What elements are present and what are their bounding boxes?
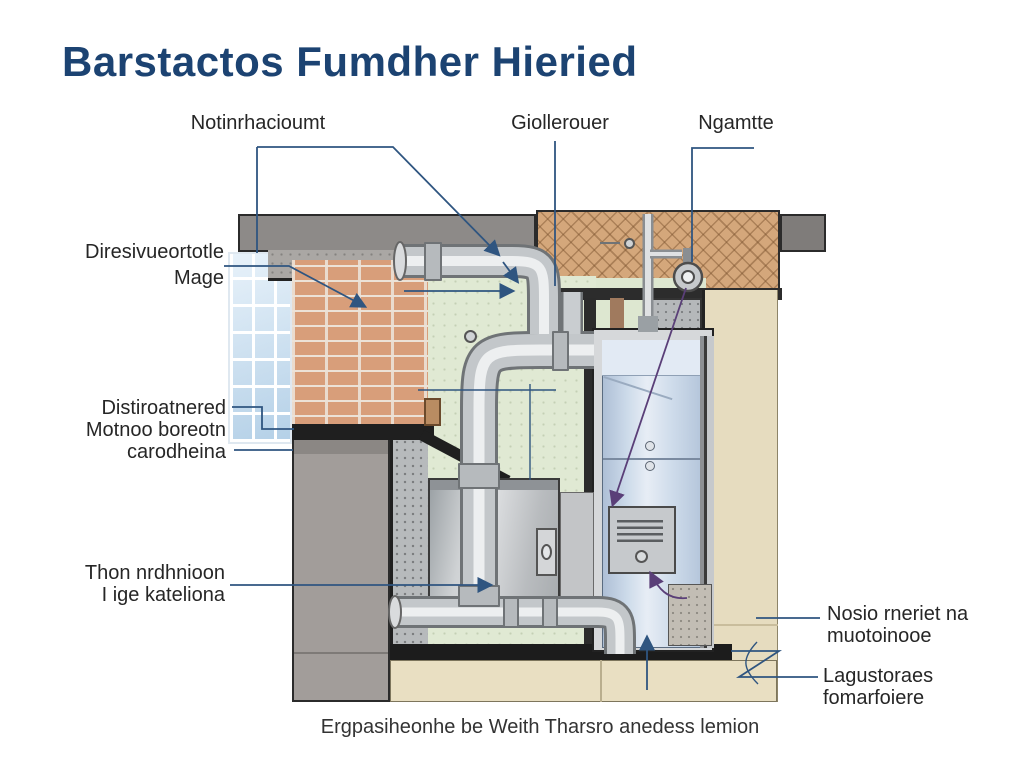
callout-top-1: Notinrhacioumt <box>160 112 356 135</box>
callout-right-2-line2: fomarfoiere <box>823 687 925 709</box>
leader-right2-break <box>745 641 759 685</box>
right-wall <box>702 290 778 702</box>
glass-block-window <box>228 252 292 444</box>
callout-left-2-line2: Motnoo boreotn <box>85 419 226 441</box>
water-heater-seam <box>603 458 701 460</box>
leader-left1 <box>224 265 368 308</box>
figure-caption: Ergpasiheonhe be Weith Tharsro anedess l… <box>320 716 760 738</box>
junction-box <box>424 398 441 426</box>
right-wall-seam <box>705 624 778 626</box>
furnace-side-panel <box>560 492 594 610</box>
ceiling-slab-right <box>780 214 826 252</box>
callout-right-1-line2: muotoinooe <box>827 625 932 647</box>
water-heater-rails <box>700 336 714 648</box>
callout-left-3-line1: Thon nrdhnioon <box>84 562 225 584</box>
sill-band <box>292 424 434 440</box>
page-title: Barstactos Fumdher Hieried <box>62 38 638 85</box>
callout-left-2-line1: Distiroatnered <box>101 397 226 419</box>
ceiling-screw <box>624 238 635 249</box>
foundation-wall-cap <box>294 440 388 454</box>
tank-screw-lower <box>645 461 655 471</box>
callout-left-2: Distiroatnered Motnoo boreotn carodheina <box>50 397 226 463</box>
leader-right2-zigzag <box>731 650 818 678</box>
floor-slab-seam <box>600 660 602 702</box>
flue-pipes <box>388 241 636 656</box>
water-pipes <box>600 214 704 332</box>
purple-leaders <box>609 287 688 600</box>
wall-screw <box>464 330 477 343</box>
callout-right-1: Nosio rneriet na muotoinooe <box>827 603 1017 647</box>
callout-top-2-text: Giollerouer <box>511 112 609 134</box>
callout-left-1-line2: Mage <box>173 267 224 289</box>
callout-top-3-text: Ngamtte <box>698 112 774 134</box>
leader-left2-upper <box>232 406 294 430</box>
callout-right-1-line1: Nosio rneriet na <box>827 603 969 625</box>
callout-top-3: Ngamtte <box>684 112 788 135</box>
floor-slab <box>390 660 777 702</box>
furnace-latch-knob <box>541 544 552 560</box>
callout-right-2: Lagustoraes fomarfoiere <box>823 665 998 709</box>
callout-left-1-line1: Diresivueortotle <box>85 241 224 263</box>
callout-left-2-line3: carodheina <box>127 441 226 463</box>
foundation-wall <box>292 438 390 702</box>
purple-leader-lower <box>649 570 688 600</box>
leader-top1-diagonal <box>257 146 501 257</box>
control-box-vents <box>617 518 663 542</box>
navy-leaders <box>224 141 820 690</box>
callout-top-2: Giollerouer <box>496 112 624 135</box>
leader-top3 <box>691 147 754 262</box>
water-heater-shoulder <box>602 340 702 376</box>
callout-right-2-line1: Lagustoraes <box>823 665 934 687</box>
water-heater-base-block <box>668 584 712 646</box>
callout-left-3: Thon nrdhnioon I ige kateliona <box>53 562 225 606</box>
callout-left-1: Diresivueortotle Mage <box>56 239 224 291</box>
leader-top1-tip <box>502 261 520 284</box>
tank-screw-upper <box>645 441 655 451</box>
purple-leader-upper <box>609 287 687 508</box>
callout-left-3-line2: I ige kateliona <box>101 584 225 606</box>
foundation-seam <box>294 652 388 654</box>
brick-wall <box>292 260 430 432</box>
callout-top-1-text: Notinrhacioumt <box>190 112 326 134</box>
control-box-knob <box>635 550 648 563</box>
